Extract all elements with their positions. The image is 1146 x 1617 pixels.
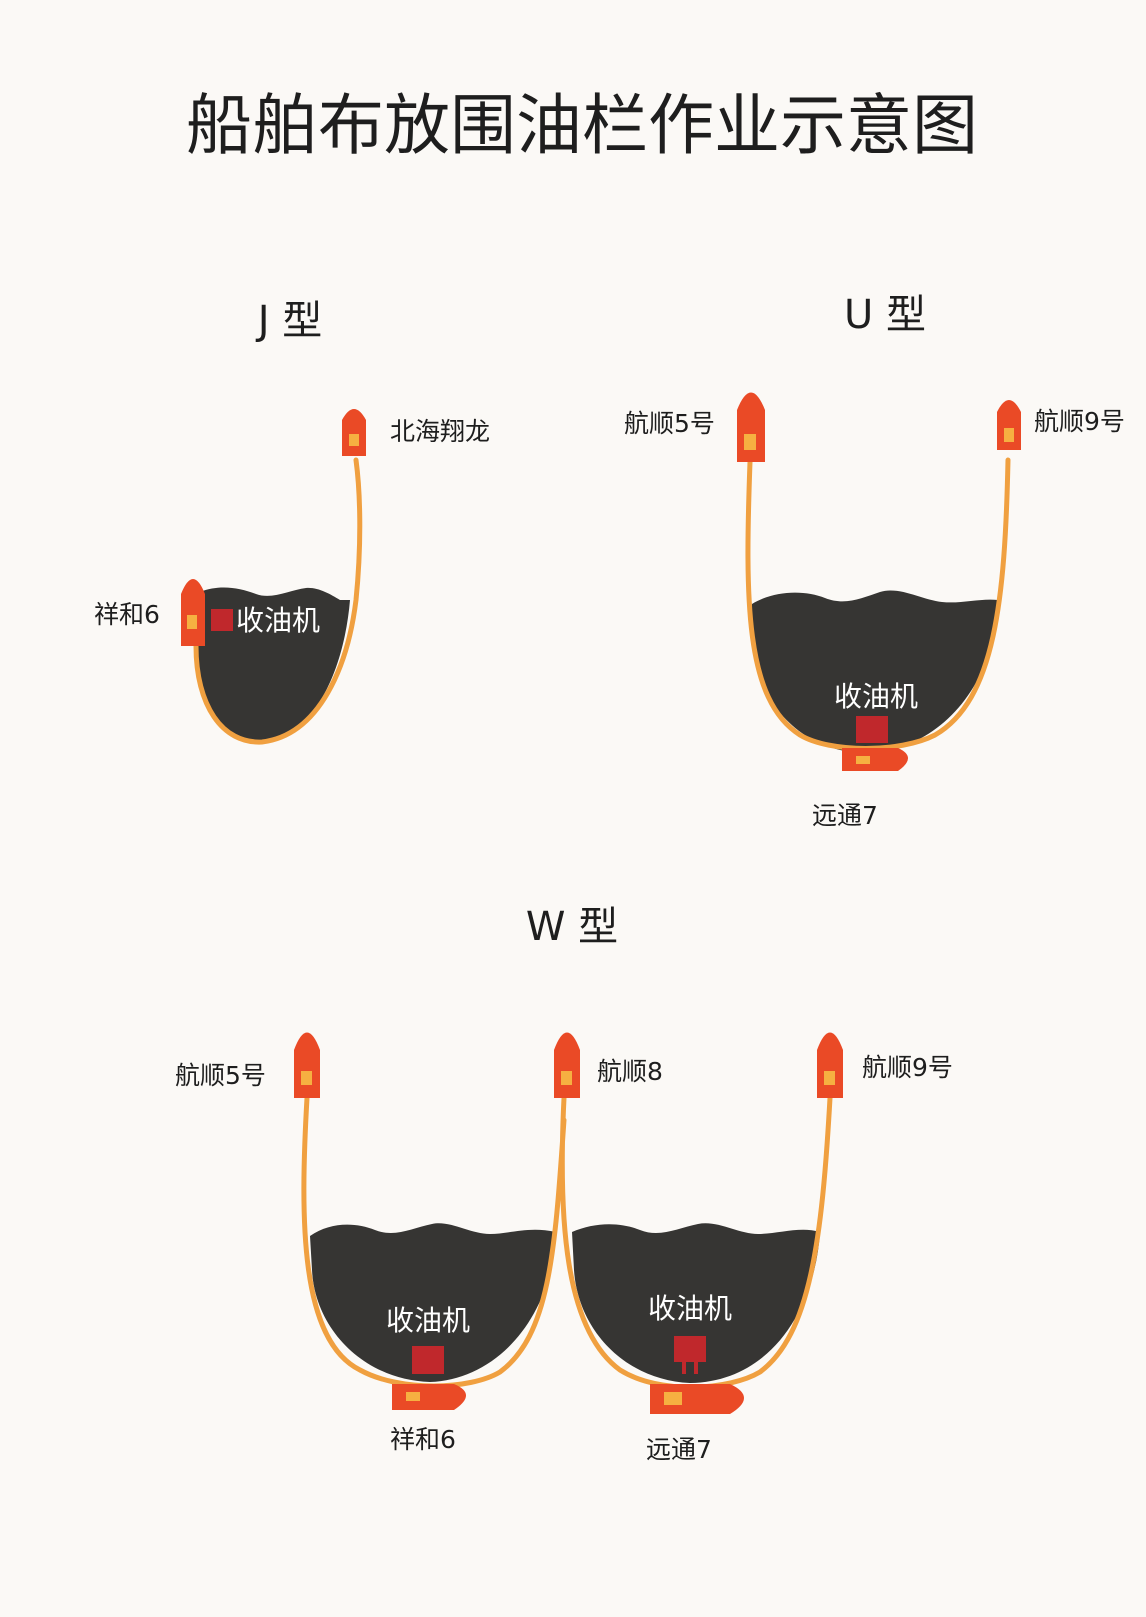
- u-oil-slick: [752, 590, 998, 753]
- u-ship-bottom-label: 远通7: [812, 801, 878, 830]
- j-skimmer-unit: [211, 609, 233, 631]
- w-ship-bottom-left: [392, 1384, 466, 1410]
- ship-hull: [997, 400, 1021, 450]
- u-ship-bottom: [842, 748, 908, 771]
- w-ship-left: [294, 1032, 320, 1098]
- j-skimmer-label: 收油机: [236, 604, 320, 637]
- u-skimmer-label: 收油机: [834, 680, 918, 713]
- j-ship-left-label: 祥和6: [94, 600, 160, 629]
- w-left-oil-slick: [310, 1223, 556, 1382]
- j-ship-top-label: 北海翔龙: [390, 417, 490, 446]
- ship-deck: [187, 615, 197, 629]
- w-ship-middle-label: 航顺8: [597, 1057, 663, 1086]
- ship-hull: [737, 392, 765, 462]
- ship-hull: [842, 748, 908, 771]
- j-ship-left: [181, 579, 205, 646]
- ship-deck: [744, 434, 756, 450]
- ship-hull: [181, 579, 205, 646]
- ship-deck: [301, 1071, 312, 1085]
- u-skimmer-unit: [856, 716, 888, 743]
- w-ship-bottom-left-label: 祥和6: [390, 1425, 456, 1454]
- j-boom: [193, 457, 363, 745]
- w-type-label: W 型: [526, 904, 618, 950]
- w-type-section: W 型 航顺5号 航顺8 航顺9号 收油机 收油机 祥: [175, 904, 953, 1464]
- ship-deck: [664, 1392, 682, 1405]
- u-ship-right-label: 航顺9号: [1034, 407, 1125, 436]
- w-ship-middle: [554, 1032, 580, 1098]
- ship-deck: [856, 756, 870, 764]
- ship-hull: [392, 1384, 466, 1410]
- w-right-skimmer-hose: [694, 1362, 698, 1374]
- ship-deck: [406, 1392, 420, 1401]
- ship-deck: [824, 1071, 835, 1085]
- ship-deck: [561, 1071, 572, 1085]
- w-left-skimmer-label: 收油机: [386, 1304, 470, 1337]
- w-right-oil-slick: [572, 1223, 820, 1383]
- w-ship-bottom-right-label: 远通7: [646, 1435, 712, 1464]
- w-ship-bottom-right: [650, 1384, 744, 1414]
- w-right-skimmer-label: 收油机: [648, 1292, 732, 1325]
- j-oil-slick: [198, 587, 350, 743]
- ship-hull: [650, 1384, 744, 1414]
- u-ship-left: [737, 392, 765, 462]
- ship-hull: [342, 409, 366, 456]
- w-ship-right-label: 航顺9号: [862, 1053, 953, 1082]
- ship-deck: [349, 434, 359, 446]
- ship-deck: [1004, 428, 1014, 442]
- j-ship-top: [342, 409, 366, 456]
- u-ship-left-label: 航顺5号: [624, 409, 715, 438]
- w-left-skimmer-unit: [412, 1346, 444, 1374]
- w-ship-right: [817, 1032, 843, 1098]
- diagram-title: 船舶布放围油栏作业示意图: [186, 87, 978, 164]
- w-ship-left-label: 航顺5号: [175, 1061, 266, 1090]
- j-type-label: J 型: [255, 298, 323, 344]
- j-type-section: J 型 北海翔龙 祥和6 收油机: [94, 298, 490, 745]
- w-right-skimmer-unit: [674, 1336, 706, 1362]
- ship-hull: [554, 1032, 580, 1098]
- u-type-section: U 型 航顺5号 航顺9号 收油机 远通7: [624, 292, 1125, 830]
- u-ship-right: [997, 400, 1021, 450]
- u-type-label: U 型: [844, 292, 926, 338]
- ship-hull: [817, 1032, 843, 1098]
- ship-hull: [294, 1032, 320, 1098]
- w-right-skimmer-hose: [682, 1362, 686, 1374]
